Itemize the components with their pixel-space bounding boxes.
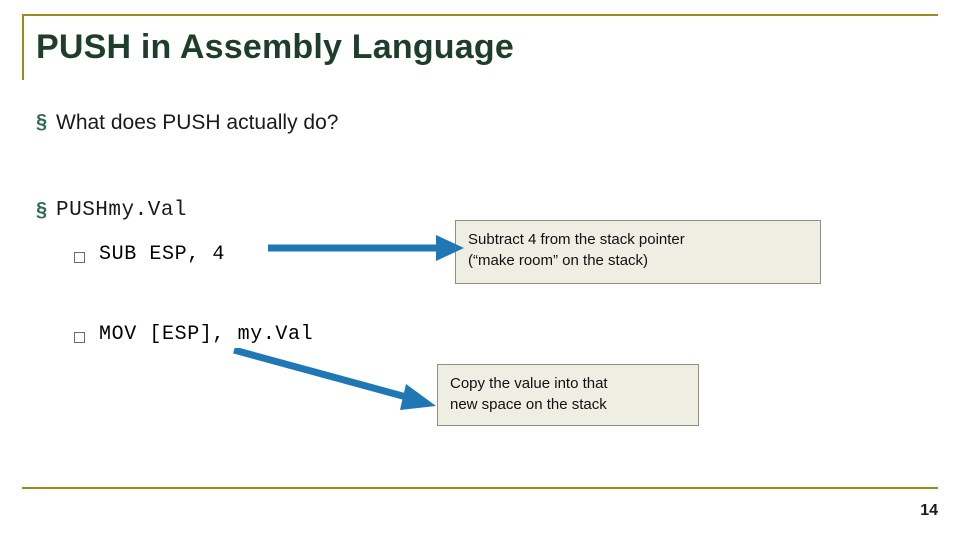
sub-bullet-sub-esp: SUB ESP, 4	[74, 243, 225, 267]
bottom-divider-rule	[22, 487, 938, 489]
bullet-push-myval: § PUSH my.Val	[36, 198, 187, 223]
bullet-text: What does PUSH actually do?	[56, 111, 339, 134]
arrow-sub-to-callout-icon	[268, 235, 464, 261]
callout-subtract-4: Subtract 4 from the stack pointer (“make…	[455, 220, 821, 284]
page-number: 14	[920, 502, 938, 519]
bullet-what-does-push-do: § What does PUSH actually do?	[36, 110, 338, 135]
bullet-marker-icon: §	[36, 199, 48, 221]
top-divider-rule	[22, 14, 938, 16]
square-bullet-icon	[74, 252, 85, 263]
sub-bullet-text: SUB ESP, 4	[99, 243, 226, 266]
bullet-text-push-operand: my.Val	[108, 199, 188, 222]
sub-bullet-mov-esp: MOV [ESP], my.Val	[74, 323, 313, 347]
callout-line-2: (“make room” on the stack)	[468, 252, 649, 269]
page-title: PUSH in Assembly Language	[36, 28, 514, 66]
bullet-marker-icon: §	[36, 111, 48, 133]
callout-copy-value: Copy the value into that new space on th…	[437, 364, 699, 426]
callout-line-1: Subtract 4 from the stack pointer	[468, 231, 685, 248]
left-accent-rule	[22, 14, 24, 80]
callout-line-1: Copy the value into that	[450, 375, 608, 392]
arrow-mov-to-callout-icon	[233, 348, 436, 410]
bullet-text-push-keyword: PUSH	[56, 199, 109, 222]
callout-line-2: new space on the stack	[450, 396, 607, 413]
square-bullet-icon	[74, 332, 85, 343]
sub-bullet-text: MOV [ESP], my.Val	[99, 323, 314, 346]
